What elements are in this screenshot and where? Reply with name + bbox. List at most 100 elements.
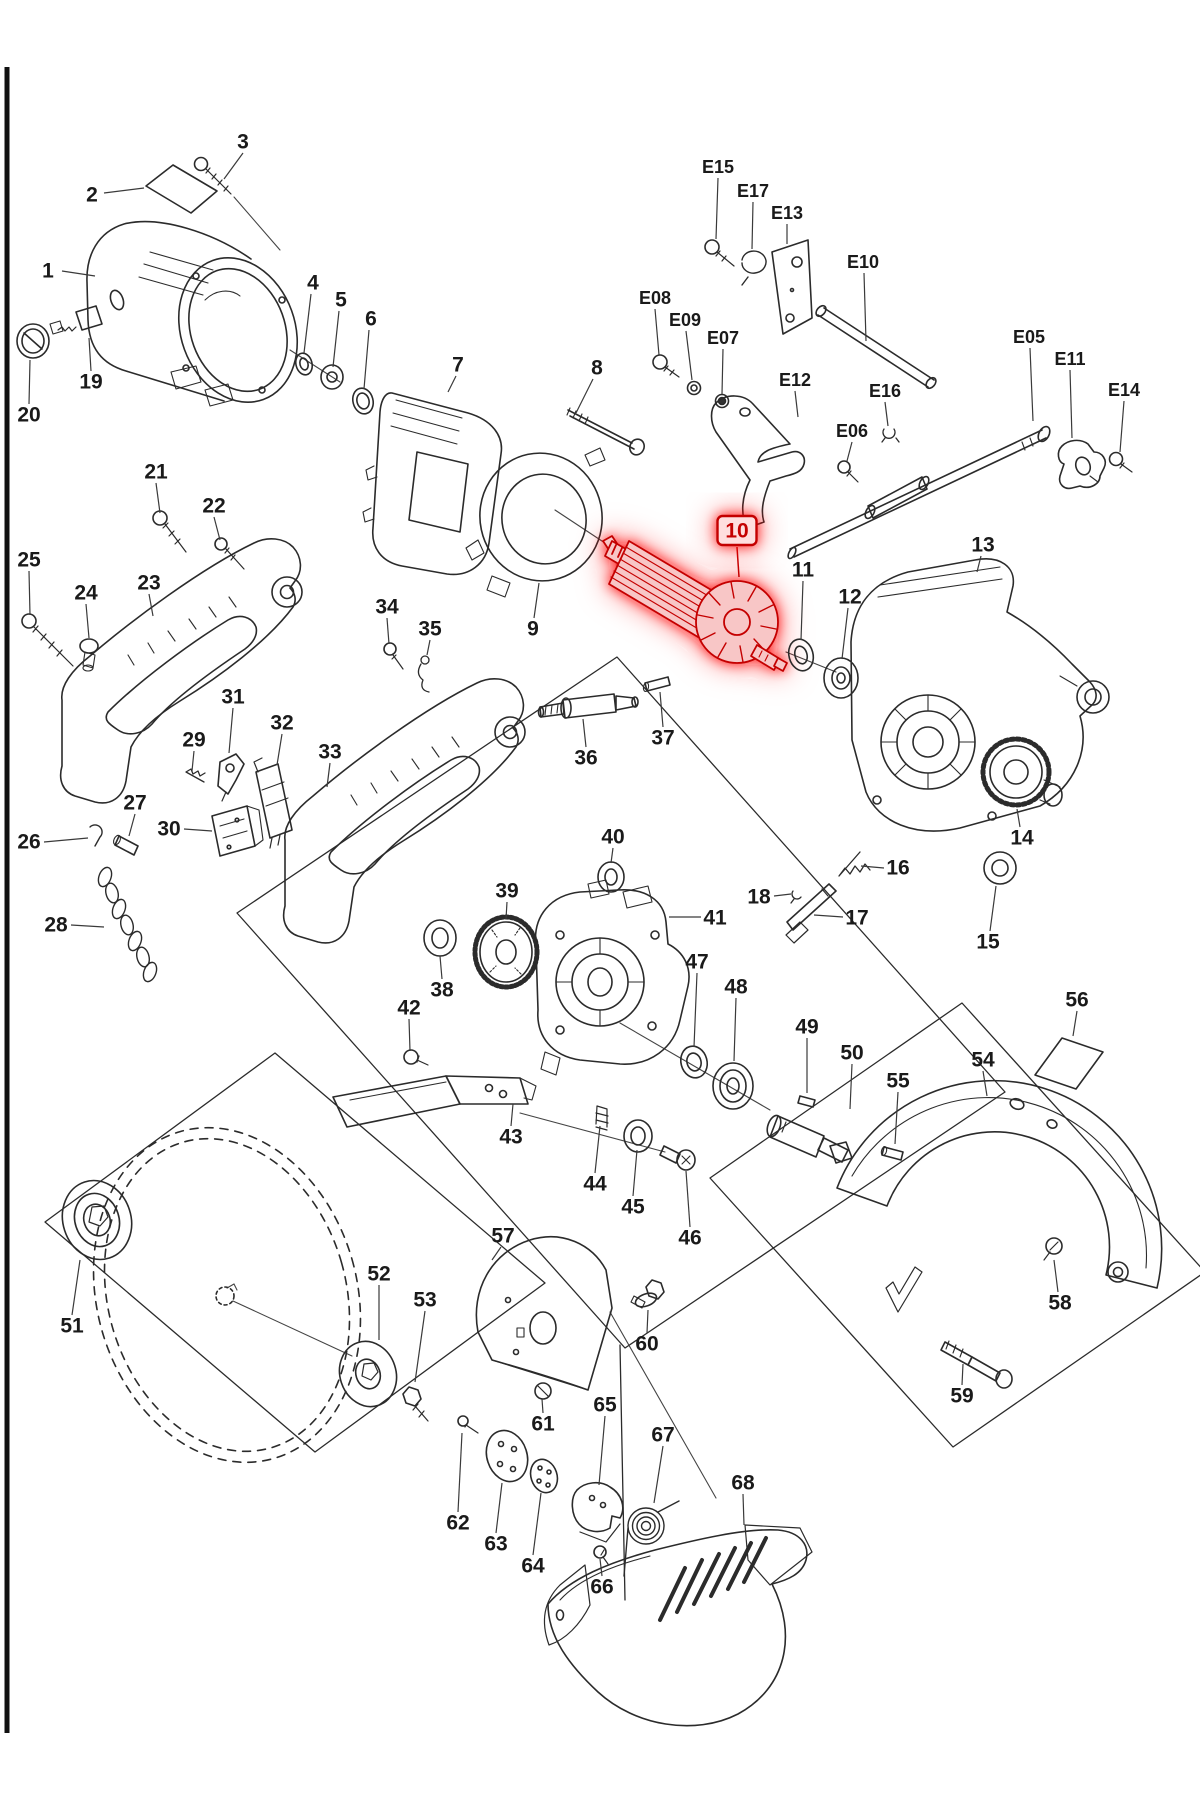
leader-line-42 [408,1018,411,1052]
leader-line-46 [685,1170,691,1228]
part-label-46: 46 [678,1170,702,1250]
leader-line-12 [841,607,849,660]
part-number-14: 14 [1010,827,1034,850]
part-E09-washer [686,380,702,396]
leader-line-67 [653,1445,664,1504]
part-E12-lever [710,395,806,529]
part-number-12: 12 [838,586,861,609]
part-62-screw [457,1415,479,1434]
part-30-switch [211,805,264,857]
part-number-E05: E05 [1013,327,1045,347]
part-number-E06: E06 [836,421,868,441]
part-E14-screw [1108,451,1133,473]
leader-line-E06 [846,441,853,462]
part-label-E15: E15 [702,157,734,240]
part-label-62: 62 [446,1432,470,1535]
part-number-50: 50 [840,1042,863,1065]
part-number-68: 68 [731,1472,755,1495]
part-number-18: 18 [747,886,771,909]
part-number-38: 38 [430,979,454,1002]
part-58-screw [1043,1237,1063,1261]
part-number-13: 13 [971,534,994,557]
part-9-baffle-plate [465,447,606,598]
leader-line-55 [894,1091,899,1145]
leader-line-34 [386,617,390,645]
part-number-20: 20 [17,404,40,427]
leader-line-59 [961,1363,964,1386]
leader-line-36 [582,718,587,748]
part-E08-screw [652,354,680,378]
part-label-50: 50 [840,1042,864,1110]
leader-line-4 [303,293,312,354]
leader-line-E10 [863,272,867,342]
part-67-torsion-spring [623,1500,680,1577]
part-number-2: 2 [86,184,98,207]
leader-line-65 [598,1415,606,1486]
leader-line-1 [61,270,96,277]
leader-line-30 [183,828,213,832]
part-label-6: 6 [363,308,377,390]
part-number-6: 6 [365,308,377,331]
leader-line-51 [71,1259,81,1316]
part-label-26: 26 [17,831,89,854]
part-68-lower-guard [543,1524,813,1727]
leader-line-58 [1053,1259,1059,1293]
part-label-47: 47 [685,951,709,1048]
leader-line-29 [191,750,195,772]
part-number-21: 21 [144,461,168,484]
part-label-22: 22 [202,495,226,541]
part-5-bearing [320,364,344,390]
part-label-55: 55 [886,1070,910,1145]
part-1-motor-housing [86,220,299,407]
part-number-45: 45 [621,1196,645,1219]
part-28-chain [97,866,158,983]
part-37-pin [642,676,671,693]
part-number-8: 8 [591,357,603,380]
part-label-67: 67 [651,1424,675,1504]
part-number-29: 29 [182,729,205,752]
part-label-28: 28 [44,914,105,937]
leader-line-9 [533,582,540,619]
part-number-24: 24 [74,582,98,605]
part-65-cam-plate [571,1481,624,1543]
part-E10-rod [815,304,937,390]
leader-line-8 [575,378,594,414]
part-number-17: 17 [845,907,868,930]
part-number-55: 55 [886,1070,910,1093]
part-label-65: 65 [593,1394,617,1486]
part-label-E10: E10 [847,252,879,342]
part-label-32: 32 [270,712,294,766]
leader-line-28 [70,924,105,928]
part-number-9: 9 [527,618,539,641]
part-32-connector [253,757,293,849]
leader-line-57 [491,1246,502,1261]
leader-line-61 [541,1398,544,1414]
part-label-51: 51 [60,1259,84,1338]
leader-line-7 [447,375,457,393]
part-number-40: 40 [601,826,624,849]
part-label-54: 54 [971,1049,995,1097]
part-54-safety-cover [836,1079,1163,1313]
leader-line-26 [43,837,89,843]
part-label-19: 19 [79,337,103,394]
part-number-30: 30 [157,818,180,841]
part-12-bearing [823,657,859,699]
leader-line-40 [610,847,614,864]
part-E13-plate [771,239,813,335]
part-number-15: 15 [976,931,1000,954]
part-label-23: 23 [137,572,161,617]
part-14-gear [980,736,1063,808]
part-8-bolt [566,407,645,456]
part-46-bolt [659,1145,696,1171]
part-number-5: 5 [335,289,347,312]
leader-line-64 [532,1492,542,1556]
part-20-brush-cap [16,323,50,359]
leader-line-37 [659,691,664,728]
leader-line-E07 [721,348,724,395]
leader-line-E05 [1029,347,1034,422]
part-7-field-stator [362,392,503,576]
part-number-44: 44 [583,1173,607,1196]
leader-line-E12 [794,390,799,418]
part-label-E09: E09 [669,310,701,381]
